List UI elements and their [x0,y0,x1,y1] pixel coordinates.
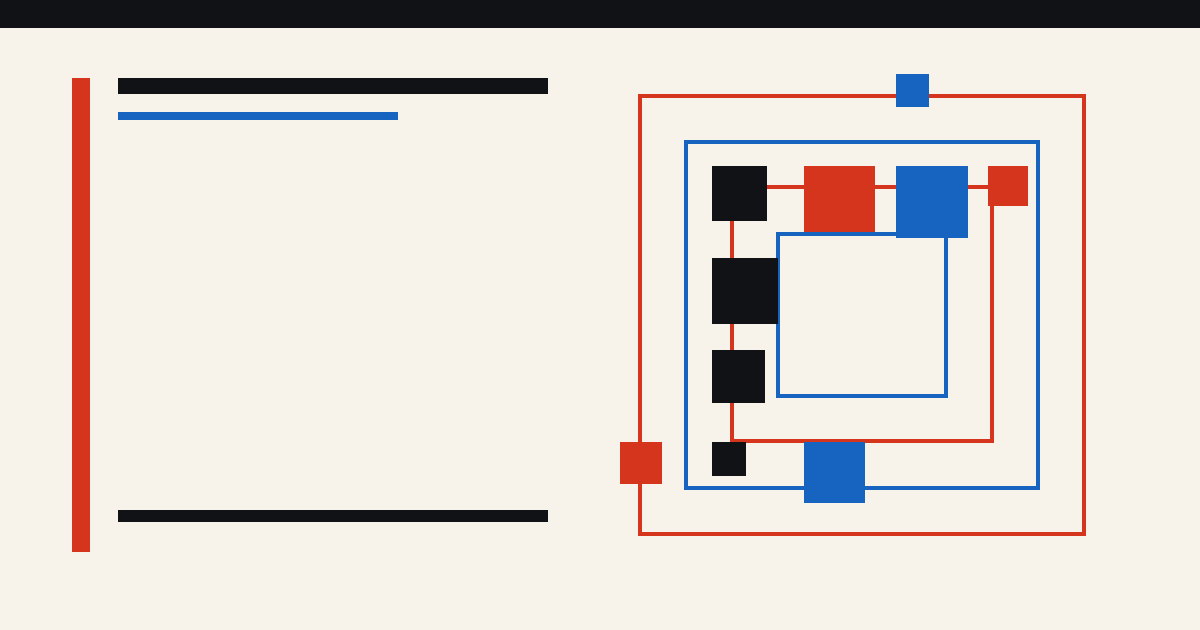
red-block-top [804,166,875,232]
red-side-block [620,442,662,484]
blue-tab-block [896,74,929,107]
red-accent-rule [72,78,90,552]
black-block-3 [712,350,765,403]
top-bar [0,0,1200,28]
red-corner-block [988,166,1028,206]
black-block-2 [712,258,778,324]
black-block-4 [712,442,746,476]
footer-placeholder-bar [118,510,548,522]
outer-red-frame [638,94,1086,536]
title-placeholder-bar [118,78,548,94]
blue-bottom-block [804,442,865,503]
inner-blue-frame [776,232,948,398]
black-block-1 [712,166,767,221]
subtitle-placeholder-bar [118,112,398,120]
blue-block-top [896,166,968,238]
